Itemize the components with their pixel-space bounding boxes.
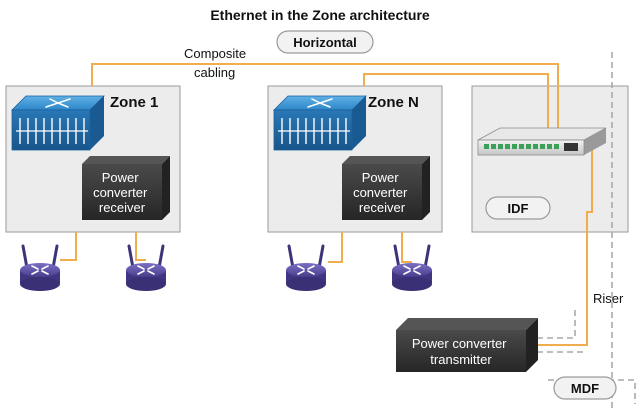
transmitter-box: [396, 318, 538, 372]
idf-label: IDF: [508, 201, 529, 216]
zone-1-converter-line1: Power: [102, 170, 140, 185]
riser-label: Riser: [593, 291, 624, 306]
access-point-2-icon: [124, 244, 168, 293]
access-point-1-icon: [18, 244, 62, 293]
access-point-4-icon: [390, 244, 434, 293]
horizontal-pill: [276, 30, 374, 54]
riser-dashed-lines: [527, 52, 636, 410]
horizontal-label: Horizontal: [293, 35, 357, 50]
zone-n-converter-line1: Power: [362, 170, 400, 185]
svg-text:Power converter receiv: Power converter receiver: [93, 170, 151, 215]
mdf-pill: [553, 376, 617, 400]
zone-1-converter-line3: receiver: [99, 200, 146, 215]
composite-cabling-label-line2: cabling: [194, 65, 235, 80]
idf-pill: [485, 196, 551, 220]
access-point-3-icon: [284, 244, 328, 293]
transmitter-line1: Power converter: [412, 336, 507, 351]
zone-n-converter-line3: receiver: [359, 200, 406, 215]
zone-1-converter-line2: converter: [93, 185, 148, 200]
zone-1-switch-icon: [11, 95, 105, 151]
zone-1-title: Zone 1: [110, 94, 158, 111]
mdf-label: MDF: [571, 381, 599, 396]
zone-n-title: Zone N: [368, 94, 419, 111]
composite-cabling-label-line1: Composite: [184, 46, 246, 61]
diagram-title: Ethernet in the Zone architecture: [210, 7, 430, 23]
idf-switch-icon: [477, 127, 607, 156]
transmitter-line2: transmitter: [430, 352, 492, 367]
zone-n-switch-icon: [273, 95, 367, 151]
svg-text:Power converter receiv: Power converter receiver: [353, 170, 411, 215]
composite-cabling: [60, 63, 593, 346]
svg-text:Power converter transmitte: Power converter transmitter: [412, 336, 510, 367]
zone-n-converter-line2: converter: [353, 185, 408, 200]
